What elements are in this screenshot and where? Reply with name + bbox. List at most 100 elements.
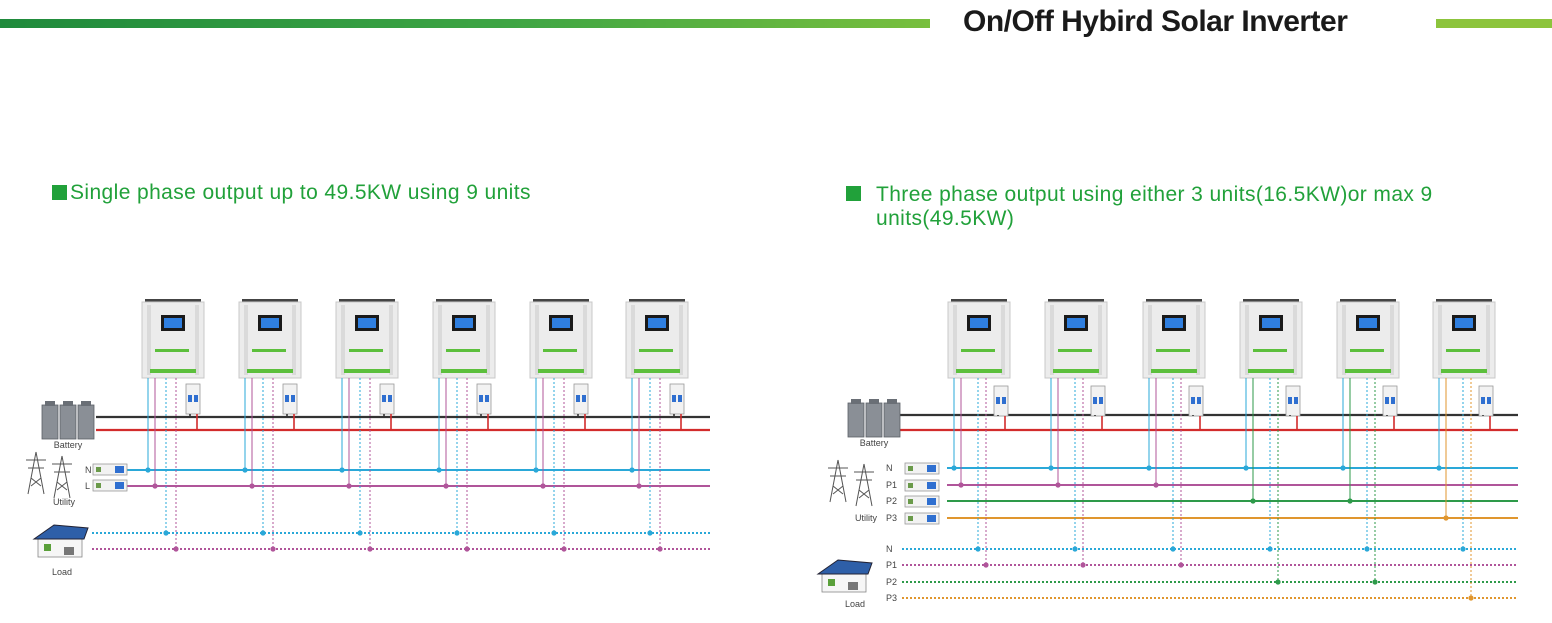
breaker-switch: [485, 395, 489, 402]
breaker-switch: [1481, 397, 1485, 404]
breaker-body: [904, 512, 940, 525]
breaker-switch: [388, 395, 392, 402]
breaker-switch: [1385, 397, 1389, 404]
breaker-body: [993, 385, 1009, 417]
junction-dot: [540, 483, 546, 489]
house-appliance: [828, 579, 835, 586]
ac-breaker: [904, 479, 940, 492]
breaker-body: [282, 383, 298, 415]
inverter-side: [583, 305, 587, 375]
inverter-unit: [1336, 299, 1400, 379]
junction-dot: [436, 467, 442, 473]
breaker-switch: [188, 395, 192, 402]
breaker-body: [476, 383, 492, 415]
inverter-side: [1148, 305, 1152, 375]
junction-dot: [270, 546, 276, 552]
battery-cap: [63, 401, 73, 406]
breaker-body: [573, 383, 589, 415]
breaker-body: [92, 479, 128, 492]
inverter-side: [1245, 305, 1249, 375]
junction-dot: [464, 546, 470, 552]
breaker-switch: [1487, 397, 1491, 404]
junction-dot: [647, 530, 653, 536]
inverter-side: [631, 305, 635, 375]
breaker-switch: [285, 395, 289, 402]
junction-dot: [339, 467, 345, 473]
pylon-frame: [854, 463, 874, 507]
junction-dot: [1468, 595, 1474, 601]
inverter-stripe: [1151, 369, 1197, 373]
breaker-switch: [1191, 397, 1195, 404]
inverter-side: [1390, 305, 1394, 375]
left-caption: Single phase output up to 49.5KW using 9…: [52, 181, 531, 205]
junction-dot: [951, 465, 957, 471]
inverter-unit: [1044, 299, 1108, 379]
inverter-stripe: [961, 349, 995, 352]
junction-dot: [1153, 482, 1159, 488]
phase-input-label: P2: [886, 496, 897, 506]
load-house-icon: [816, 559, 873, 593]
breaker-switch: [996, 397, 1000, 404]
dc-breaker: [185, 383, 201, 415]
breaker-switch: [1288, 397, 1292, 404]
breaker-body: [904, 462, 940, 475]
junction-dot: [163, 530, 169, 536]
inverter-screen: [1455, 318, 1473, 328]
inverter-screen: [970, 318, 988, 328]
breaker-body: [1382, 385, 1398, 417]
battery-cell: [847, 402, 865, 438]
inverter-body: [625, 301, 689, 379]
dc-breaker: [282, 383, 298, 415]
utility-pylon-icon: [828, 459, 848, 503]
breaker-switch: [291, 395, 295, 402]
ac-breaker: [904, 462, 940, 475]
utility-label: Utility: [855, 513, 877, 523]
junction-dot: [1178, 562, 1184, 568]
junction-dot: [173, 546, 179, 552]
utility-pylon-icon: [26, 451, 46, 495]
junction-dot: [1364, 546, 1370, 552]
load-label: Load: [52, 567, 72, 577]
inverter-screen: [1359, 318, 1377, 328]
inverter-screen: [455, 318, 473, 328]
inverter-side: [195, 305, 199, 375]
breaker-terminal: [908, 516, 913, 521]
inverter-body: [1239, 301, 1303, 379]
battery-cap: [45, 401, 55, 406]
inverter-stripe: [1156, 349, 1190, 352]
phase-output-label: P1: [886, 560, 897, 570]
breaker-switch: [1002, 397, 1006, 404]
inverter-stripe: [252, 349, 286, 352]
inverter-side: [486, 305, 490, 375]
dc-breaker: [1478, 385, 1494, 417]
junction-dot: [629, 467, 635, 473]
inverter-side: [341, 305, 345, 375]
dc-breaker: [1285, 385, 1301, 417]
battery-icon: [847, 399, 901, 438]
battery-cap: [851, 399, 861, 404]
junction-dot: [958, 482, 964, 488]
breaker-body: [904, 479, 940, 492]
inverter-stripe: [1253, 349, 1287, 352]
junction-dot: [1170, 546, 1176, 552]
inverter-side: [1050, 305, 1054, 375]
dc-breaker: [573, 383, 589, 415]
breaker-switch: [1197, 397, 1201, 404]
inverter-stripe: [543, 349, 577, 352]
inverter-body: [238, 301, 302, 379]
l-label: L: [85, 481, 90, 491]
pylon-frame: [26, 451, 46, 495]
breaker-switch: [678, 395, 682, 402]
breaker-switch: [479, 395, 483, 402]
breaker-body: [92, 463, 128, 476]
inverter-side: [1486, 305, 1490, 375]
breaker-switch: [576, 395, 580, 402]
junction-dot: [975, 546, 981, 552]
junction-dot: [242, 467, 248, 473]
junction-dot: [636, 483, 642, 489]
right-caption-text: Three phase output using either 3 units(…: [876, 183, 1433, 230]
inverter-stripe: [1441, 369, 1487, 373]
junction-dot: [145, 467, 151, 473]
battery-cell: [883, 402, 901, 438]
